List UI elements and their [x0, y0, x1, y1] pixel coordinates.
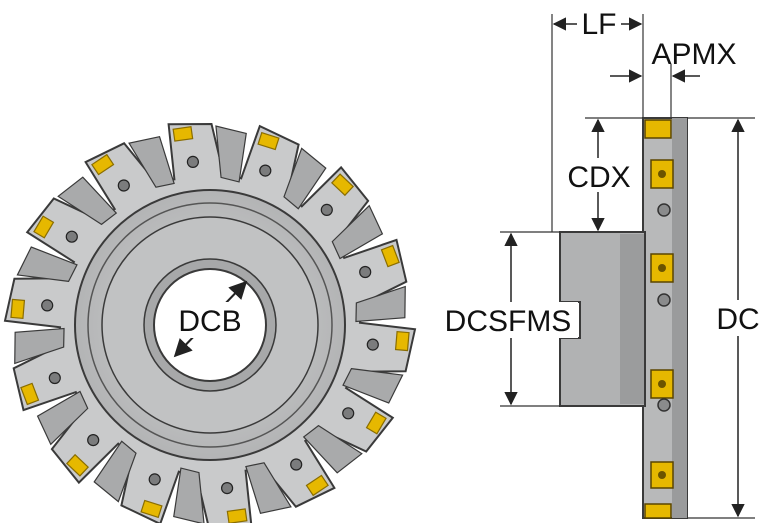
tooth-pocket: [173, 467, 205, 523]
side-insert-5: [650, 461, 674, 489]
cutting-insert: [33, 215, 55, 239]
clamp-screw: [48, 371, 61, 385]
cutting-insert: [65, 453, 90, 477]
tooth-pocket: [245, 462, 292, 515]
side-insert-3: [650, 253, 674, 283]
tooth-pocket: [302, 424, 363, 474]
dcb-label-bg: [176, 302, 244, 338]
tooth-pocket: [36, 390, 89, 446]
side-insert-4: [650, 369, 674, 399]
clamp-screw: [342, 407, 355, 420]
clamp-screw: [117, 179, 130, 192]
clamp-screw: [290, 458, 303, 471]
clamp-screw: [221, 482, 234, 495]
side-hub-shade: [620, 234, 644, 404]
lf-label-bg: [577, 6, 621, 38]
side-insert-top: [644, 119, 672, 139]
tooth-pocket: [128, 135, 175, 188]
side-disc-shade: [672, 118, 687, 518]
cutting-insert: [305, 474, 329, 497]
tooth-pocket: [215, 125, 247, 183]
clamp-screw: [359, 265, 372, 279]
cutting-insert: [365, 411, 387, 435]
front-view-cutter: DCB: [3, 122, 417, 523]
tooth-pocket: [16, 246, 78, 283]
side-insert-bottom: [644, 503, 672, 519]
tooth-pocket: [57, 176, 118, 226]
clamp-screw: [148, 473, 161, 486]
lf-label: LF: [581, 8, 616, 41]
clamp-screw: [186, 155, 199, 168]
clamp-screw: [320, 203, 333, 216]
side-view-cutter: LF APMX CDX DCSFMS DC: [438, 6, 764, 519]
cdx-label-bg: [563, 158, 635, 192]
cutting-insert: [91, 153, 115, 176]
clamp-screw: [259, 164, 272, 177]
tooth-pocket: [283, 147, 327, 210]
tooth-pocket: [342, 367, 404, 404]
dcsfms-label-bg: [438, 302, 578, 338]
tooth-pocket: [93, 440, 137, 503]
dc-label: DC: [716, 303, 759, 336]
cutting-insert: [172, 126, 194, 142]
cutting-insert: [330, 173, 355, 197]
cutting-insert: [20, 382, 40, 406]
cdx-label: CDX: [567, 161, 630, 194]
clamp-screw: [366, 338, 379, 351]
clamp-screw: [87, 434, 100, 447]
dc-label-bg: [714, 300, 764, 336]
tooth-pocket: [355, 285, 406, 323]
side-screw-1: [657, 203, 671, 217]
cutting-insert: [226, 508, 248, 523]
tooth-pocket: [331, 204, 384, 260]
dcb-label: DCB: [178, 305, 241, 338]
side-insert-2: [650, 159, 674, 189]
cutting-insert: [10, 298, 26, 320]
side-screw-2: [657, 293, 671, 307]
cutting-insert: [380, 244, 400, 268]
cutting-insert: [394, 330, 410, 352]
tooth-pocket: [14, 327, 65, 365]
dcsfms-label: DCSFMS: [445, 305, 572, 338]
side-screw-3: [657, 398, 671, 412]
apmx-label: APMX: [651, 38, 736, 71]
clamp-screw: [65, 230, 78, 243]
cutting-insert: [140, 499, 163, 519]
cutting-insert: [257, 131, 280, 151]
clamp-screw: [41, 299, 54, 312]
hub-ring-inner: [87, 202, 333, 448]
